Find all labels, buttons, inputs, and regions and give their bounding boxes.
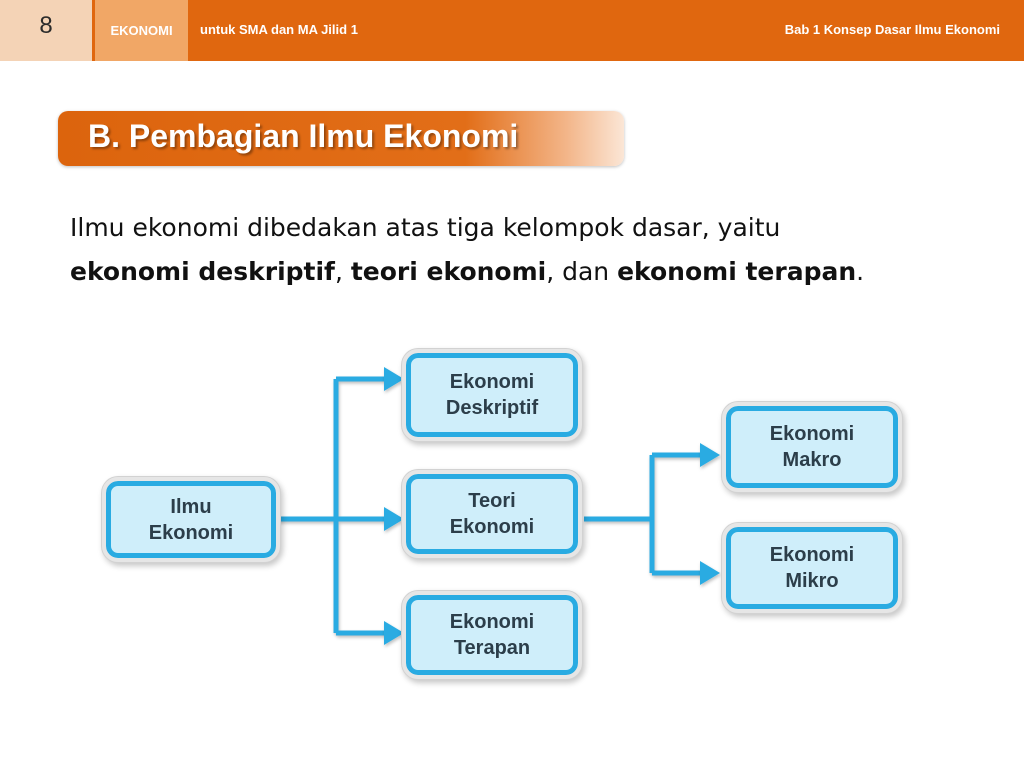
intro-separator: , bbox=[334, 257, 351, 286]
node-label: Terapan bbox=[453, 637, 531, 659]
arrowhead-mikro bbox=[700, 561, 720, 585]
term-ekonomi-deskriptif: ekonomi deskriptif bbox=[70, 257, 335, 286]
arrowhead-deskriptif bbox=[384, 367, 404, 391]
node-label: Mikro bbox=[785, 570, 839, 592]
node-label: Ekonomi bbox=[449, 611, 535, 633]
arrowhead-teori bbox=[384, 507, 404, 531]
node-label: Ekonomi bbox=[449, 516, 535, 538]
node-label: Teori bbox=[468, 490, 516, 512]
intro-text: Ilmu ekonomi dibedakan atas tiga kelompo… bbox=[70, 213, 781, 242]
subject-label: EKONOMI bbox=[95, 0, 188, 61]
page-number: 8 bbox=[0, 0, 92, 61]
node-label: Ekonomi bbox=[769, 544, 855, 566]
node-label: Ekonomi bbox=[449, 371, 535, 393]
arrowhead-terapan bbox=[384, 621, 404, 645]
book-subtitle: untuk SMA dan MA Jilid 1 bbox=[200, 22, 358, 37]
node-label: Ilmu bbox=[170, 495, 212, 518]
header-bar: 8 EKONOMI untuk SMA dan MA Jilid 1 Bab 1… bbox=[0, 0, 1024, 61]
section-title: B. Pembagian Ilmu Ekonomi bbox=[88, 118, 519, 154]
intro-end: . bbox=[856, 257, 865, 286]
term-ekonomi-terapan: ekonomi terapan bbox=[617, 257, 857, 286]
intro-separator: , dan bbox=[546, 257, 618, 286]
term-teori-ekonomi: teori ekonomi bbox=[350, 257, 547, 286]
arrowhead-makro bbox=[700, 443, 720, 467]
intro-paragraph: Ilmu ekonomi dibedakan atas tiga kelompo… bbox=[70, 206, 950, 294]
node-label: Ekonomi bbox=[769, 423, 855, 445]
node-label: Deskriptif bbox=[445, 397, 539, 419]
section-banner: B. Pembagian Ilmu Ekonomi bbox=[58, 111, 624, 166]
chapter-title: Bab 1 Konsep Dasar Ilmu Ekonomi bbox=[784, 22, 1000, 37]
node-label: Ekonomi bbox=[148, 521, 234, 544]
node-label: Makro bbox=[782, 449, 842, 471]
